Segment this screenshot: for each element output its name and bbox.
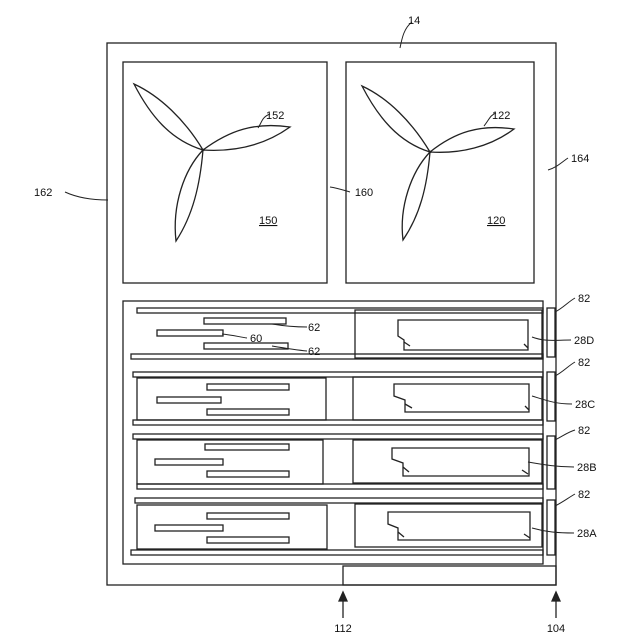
label-164: 164 bbox=[571, 153, 589, 165]
label-28c: 28C bbox=[575, 399, 595, 411]
label-60: 60 bbox=[250, 333, 262, 345]
arrow-104-icon bbox=[552, 592, 560, 618]
label-82-b: 82 bbox=[578, 425, 590, 437]
label-112: 112 bbox=[334, 623, 352, 635]
fan-box-right bbox=[346, 62, 534, 283]
label-28b: 28B bbox=[577, 462, 597, 474]
label-104: 104 bbox=[547, 623, 565, 635]
label-162: 162 bbox=[34, 187, 52, 199]
label-152: 152 bbox=[266, 110, 284, 122]
label-82-c: 82 bbox=[578, 357, 590, 369]
arrow-112-icon bbox=[339, 592, 347, 618]
module-row-28d bbox=[131, 308, 555, 359]
label-62-top: 62 bbox=[308, 322, 320, 334]
label-122: 122 bbox=[492, 110, 510, 122]
label-160: 160 bbox=[355, 187, 373, 199]
module-row-28a bbox=[131, 498, 555, 555]
label-28a: 28A bbox=[577, 528, 597, 540]
label-120: 120 bbox=[487, 215, 505, 227]
base-plate bbox=[343, 566, 556, 585]
label-150: 150 bbox=[259, 215, 277, 227]
label-28d: 28D bbox=[574, 335, 594, 347]
module-row-28c bbox=[133, 372, 555, 425]
module-row-28b bbox=[133, 434, 555, 489]
label-14: 14 bbox=[408, 15, 420, 27]
label-82-d: 82 bbox=[578, 293, 590, 305]
label-62-bottom: 62 bbox=[308, 346, 320, 358]
label-82-a: 82 bbox=[578, 489, 590, 501]
